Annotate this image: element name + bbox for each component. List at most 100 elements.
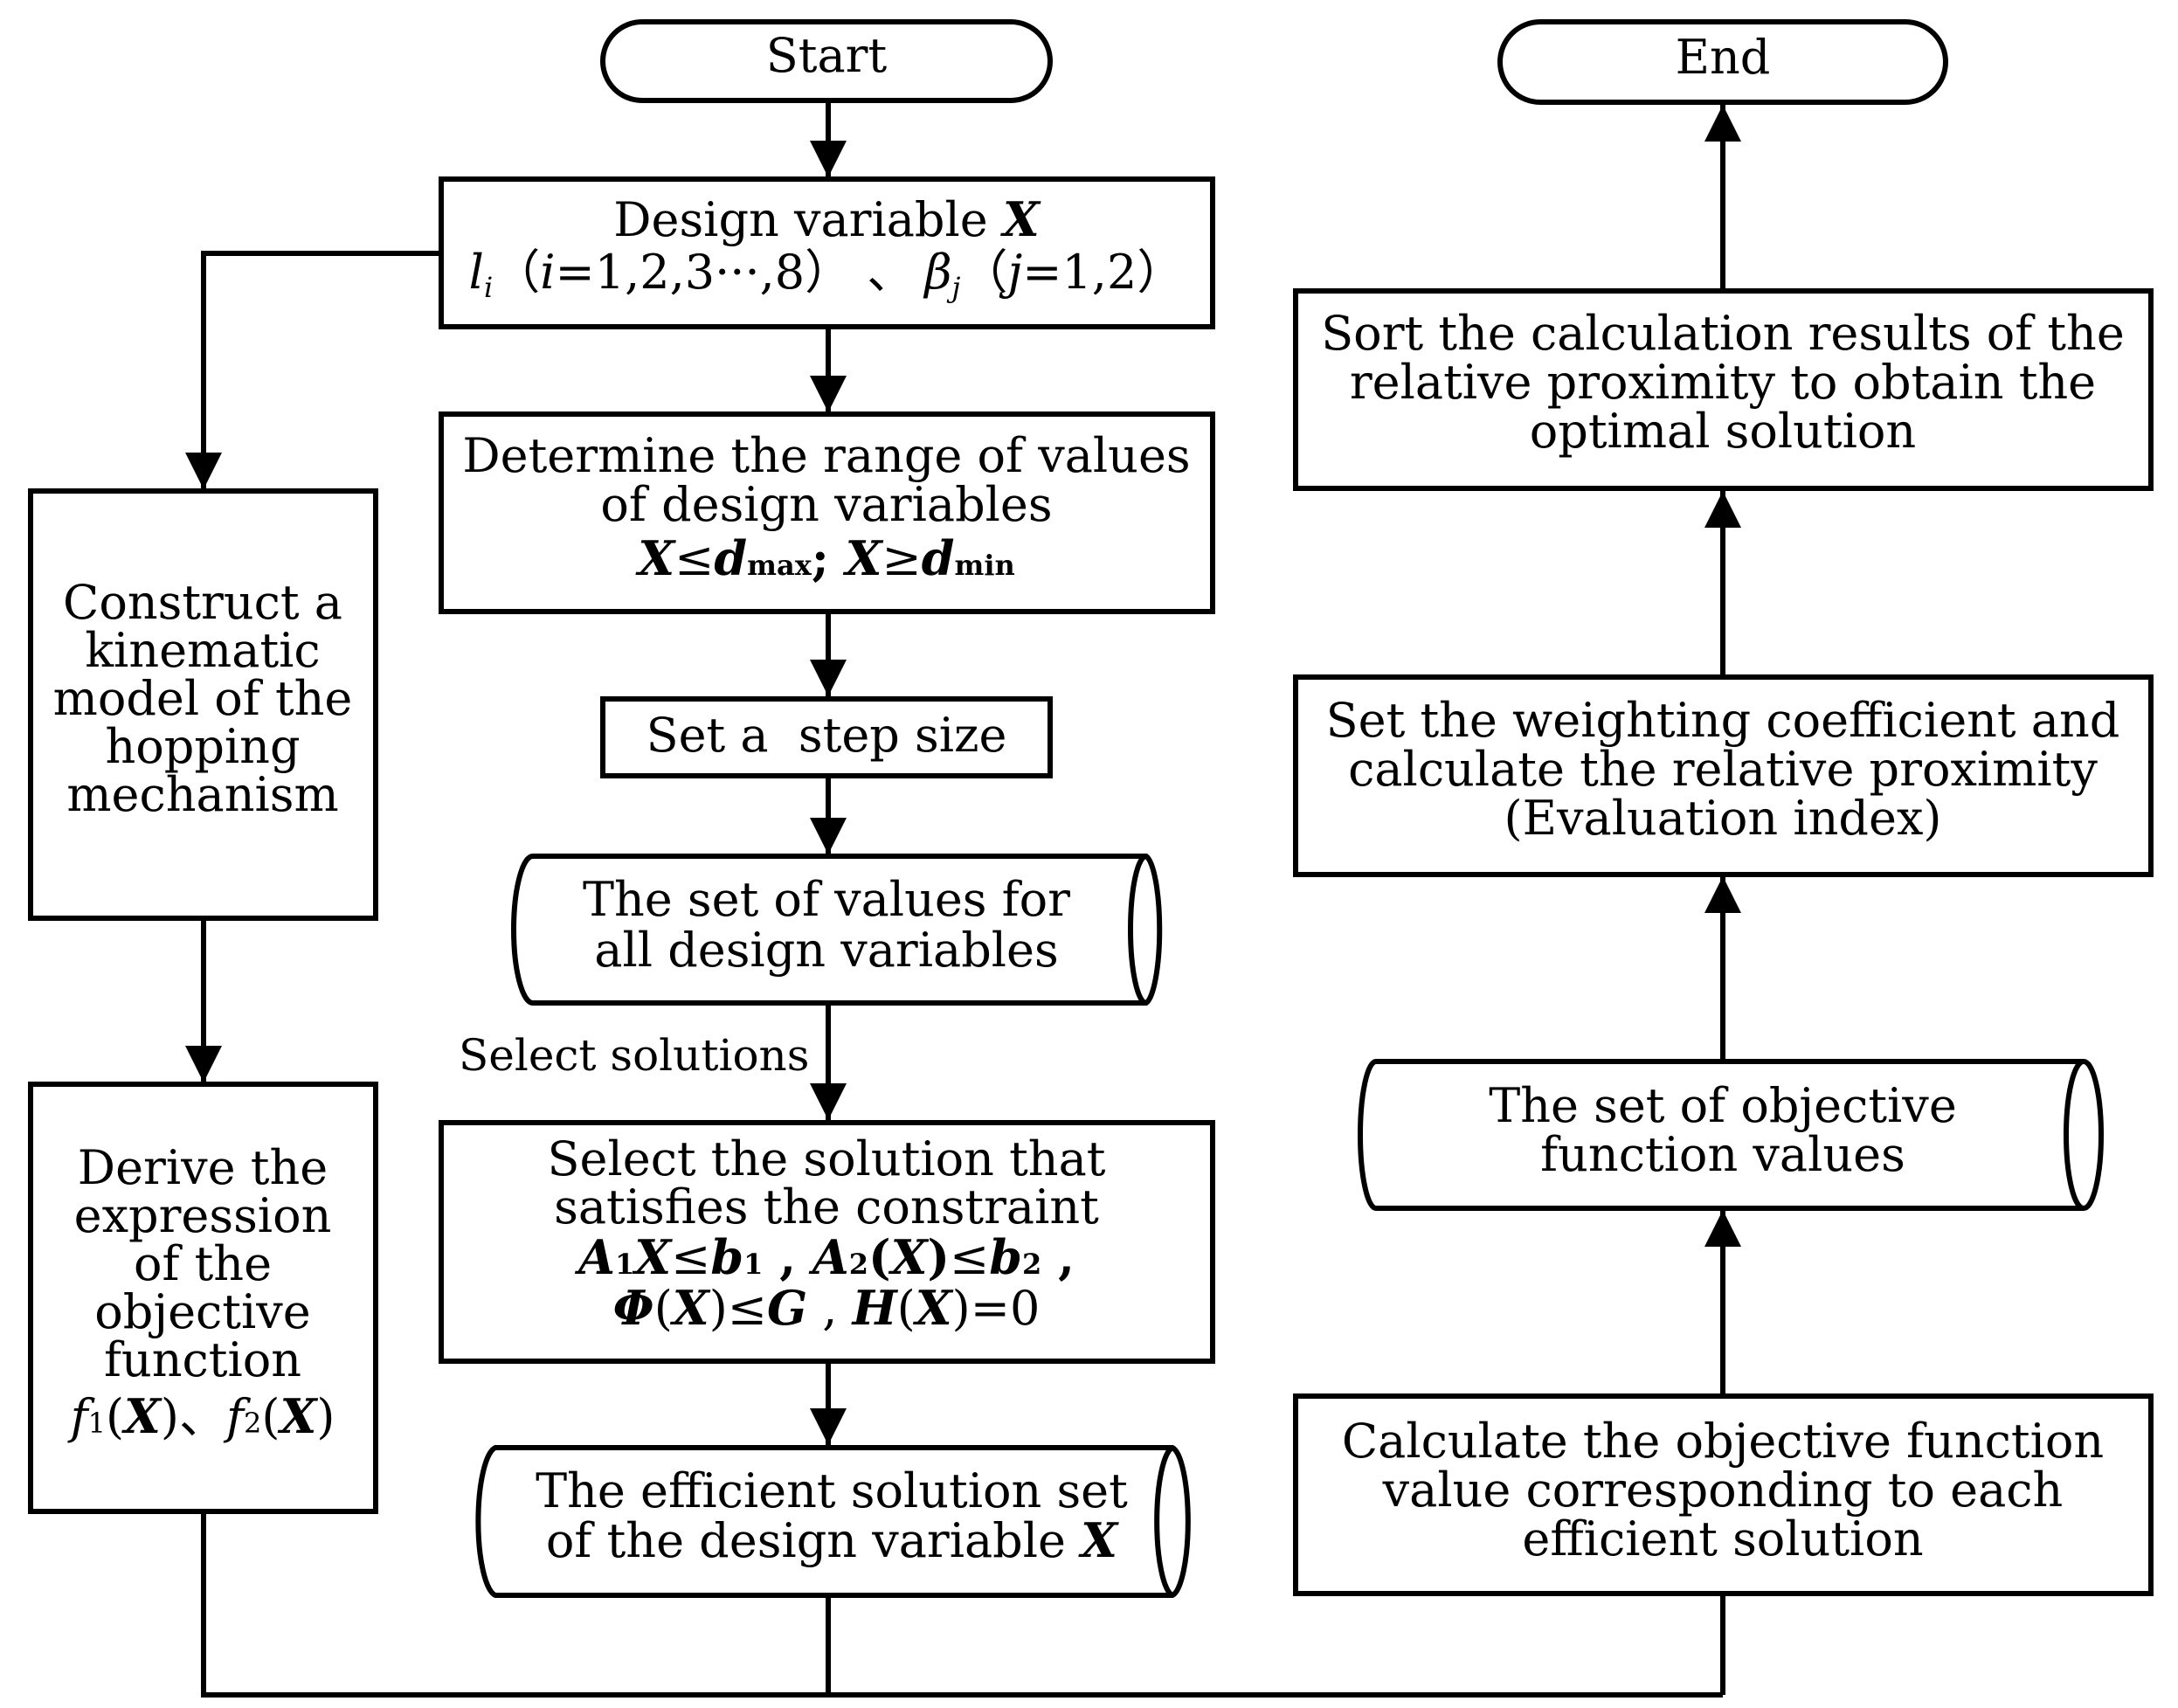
efficient-set-line1: The efficient solution set [536, 1463, 1128, 1518]
constraint-h: H [851, 1280, 899, 1336]
constraint-x1: X [632, 1229, 673, 1285]
weighting-box: Set the weighting coefficient and calcul… [1293, 674, 2154, 877]
efficient-set-line2: of the design variable X [546, 1512, 1119, 1568]
derive-line4: objective [94, 1284, 310, 1339]
design-variable-title-var: X [1000, 191, 1041, 247]
kinematic-box: Construct a kinematic model of the hoppi… [28, 488, 378, 921]
constraint-close: ) [927, 1229, 950, 1285]
design-variable-box: Design variable X li（i=1,2,3···,8） 、βj（j… [439, 176, 1215, 329]
calculate-line1: Calculate the objective function [1342, 1414, 2104, 1469]
calculate-box: Calculate the objective function value c… [1293, 1393, 2154, 1596]
range-min: min [954, 549, 1014, 582]
design-variable-range2: =1,2） [1022, 245, 1184, 300]
design-variable-open2: （ [960, 245, 1007, 300]
constraint-x2: X [888, 1229, 930, 1285]
end-label: End [1676, 30, 1771, 85]
weighting-line2: calculate the relative proximity [1348, 742, 2098, 797]
formula-sep: 、 [179, 1389, 226, 1444]
design-variable-sep: 、 [852, 245, 914, 300]
weighting-line1: Set the weighting coefficient and [1326, 693, 2120, 748]
constraint-le2: ≤ [950, 1230, 989, 1285]
step-size-label: Set a step size [646, 708, 1007, 763]
start-label: Start [766, 28, 888, 83]
range-box: Determine the range of values of design … [439, 411, 1215, 614]
sort-line1: Sort the calculation results of the [1321, 306, 2125, 361]
constraint-b2: b [989, 1229, 1022, 1285]
constraint-sep2: , [1041, 1229, 1075, 1285]
select-solution-constraint1: A1X≤b1 , A2(X)≤b2 , [574, 1229, 1075, 1285]
formula-close1: ) [161, 1389, 179, 1444]
constraint-sep3: , [807, 1281, 853, 1336]
select-solution-constraint2: Φ(X)≤G , H(X)=0 [613, 1280, 1041, 1336]
select-solution-line1: Select the solution that [548, 1131, 1106, 1186]
objective-set-node: The set of objective function values [1358, 1059, 2104, 1211]
constraint-phi-close: ) [709, 1281, 728, 1336]
derive-formula: f1(X)、f2(X) [67, 1388, 335, 1444]
objective-set-line2: function values [1540, 1127, 1905, 1182]
design-variable-i: i [540, 245, 555, 300]
kinematic-line5: mechanism [66, 767, 338, 822]
formula-x2: X [277, 1388, 318, 1444]
constraint-b1: b [710, 1229, 743, 1285]
range-line2: of design variables [600, 477, 1052, 532]
constraint-sep1: , [763, 1229, 812, 1285]
value-set-line1: The set of values for [583, 872, 1070, 927]
select-solution-box: Select the solution that satisfies the c… [439, 1120, 1215, 1364]
design-variable-ranges: li（i=1,2,3···,8） 、βj（j=1,2） [469, 245, 1185, 304]
design-variable-beta: β [923, 245, 951, 300]
design-variable-l: l [469, 245, 484, 300]
sort-line3: optimal solution [1530, 404, 1916, 459]
arrow-design-to-kinematic [185, 251, 441, 489]
sort-box: Sort the calculation results of the rela… [1293, 288, 2154, 491]
end-node: End [1497, 19, 1948, 105]
calculate-line3: efficient solution [1522, 1511, 1923, 1566]
step-size-box: Set a step size [600, 696, 1053, 778]
range-le: ≤ [674, 531, 714, 586]
constraint-phi-le: ≤ [728, 1281, 767, 1336]
range-x2: X [843, 530, 884, 586]
value-set-line2: all design variables [594, 923, 1058, 978]
design-variable-range1: =1,2,3···,8） [555, 245, 852, 300]
constraint-eq: =0 [971, 1281, 1041, 1336]
constraint-open: ( [868, 1229, 891, 1285]
derive-line2: expression [74, 1188, 332, 1243]
range-ge: ≥ [882, 531, 921, 586]
design-variable-i-sub: i [484, 271, 493, 304]
kinematic-line3: model of the [53, 671, 353, 726]
value-set-node: The set of values for all design variabl… [511, 854, 1163, 1006]
design-variable-open1: （ [493, 245, 540, 300]
efficient-set-node: The efficient solution set of the design… [475, 1445, 1191, 1598]
constraint-b2-sub: 2 [1022, 1248, 1041, 1281]
design-variable-title: Design variable X [613, 191, 1041, 247]
formula-x1: X [121, 1388, 162, 1444]
range-d2: d [922, 530, 955, 586]
constraint-a1: A [574, 1229, 615, 1285]
objective-set-line1: The set of objective [1489, 1078, 1957, 1133]
kinematic-line1: Construct a [63, 575, 342, 630]
formula-open2: ( [261, 1389, 280, 1444]
constraint-le1: ≤ [671, 1230, 710, 1285]
line-derive-to-bottom [201, 1511, 1723, 1698]
constraint-b1-sub: 1 [743, 1248, 763, 1281]
constraint-a2-sub: 2 [849, 1248, 868, 1281]
formula-open1: ( [106, 1389, 124, 1444]
range-max: max [747, 549, 812, 582]
weighting-line3: (Evaluation index) [1504, 791, 1942, 846]
range-x1: X [635, 530, 676, 586]
range-d1: d [714, 530, 747, 586]
constraint-phi-x: X [670, 1280, 711, 1336]
design-variable-title-text: Design variable [613, 192, 1003, 247]
constraint-h-x: X [913, 1280, 954, 1336]
formula-f2-sub: 2 [244, 1407, 261, 1440]
derive-line1: Derive the [78, 1140, 328, 1195]
select-solutions-label: Select solutions [459, 1030, 809, 1081]
derive-box: Derive the expression of the objective f… [28, 1082, 378, 1514]
kinematic-line4: hopping [105, 719, 300, 774]
connectors [185, 100, 1741, 1698]
kinematic-line2: kinematic [85, 623, 320, 678]
derive-line3: of the [134, 1236, 272, 1291]
constraint-phi: Φ [613, 1280, 654, 1336]
constraint-a2: A [808, 1229, 849, 1285]
derive-line5: function [104, 1332, 301, 1387]
